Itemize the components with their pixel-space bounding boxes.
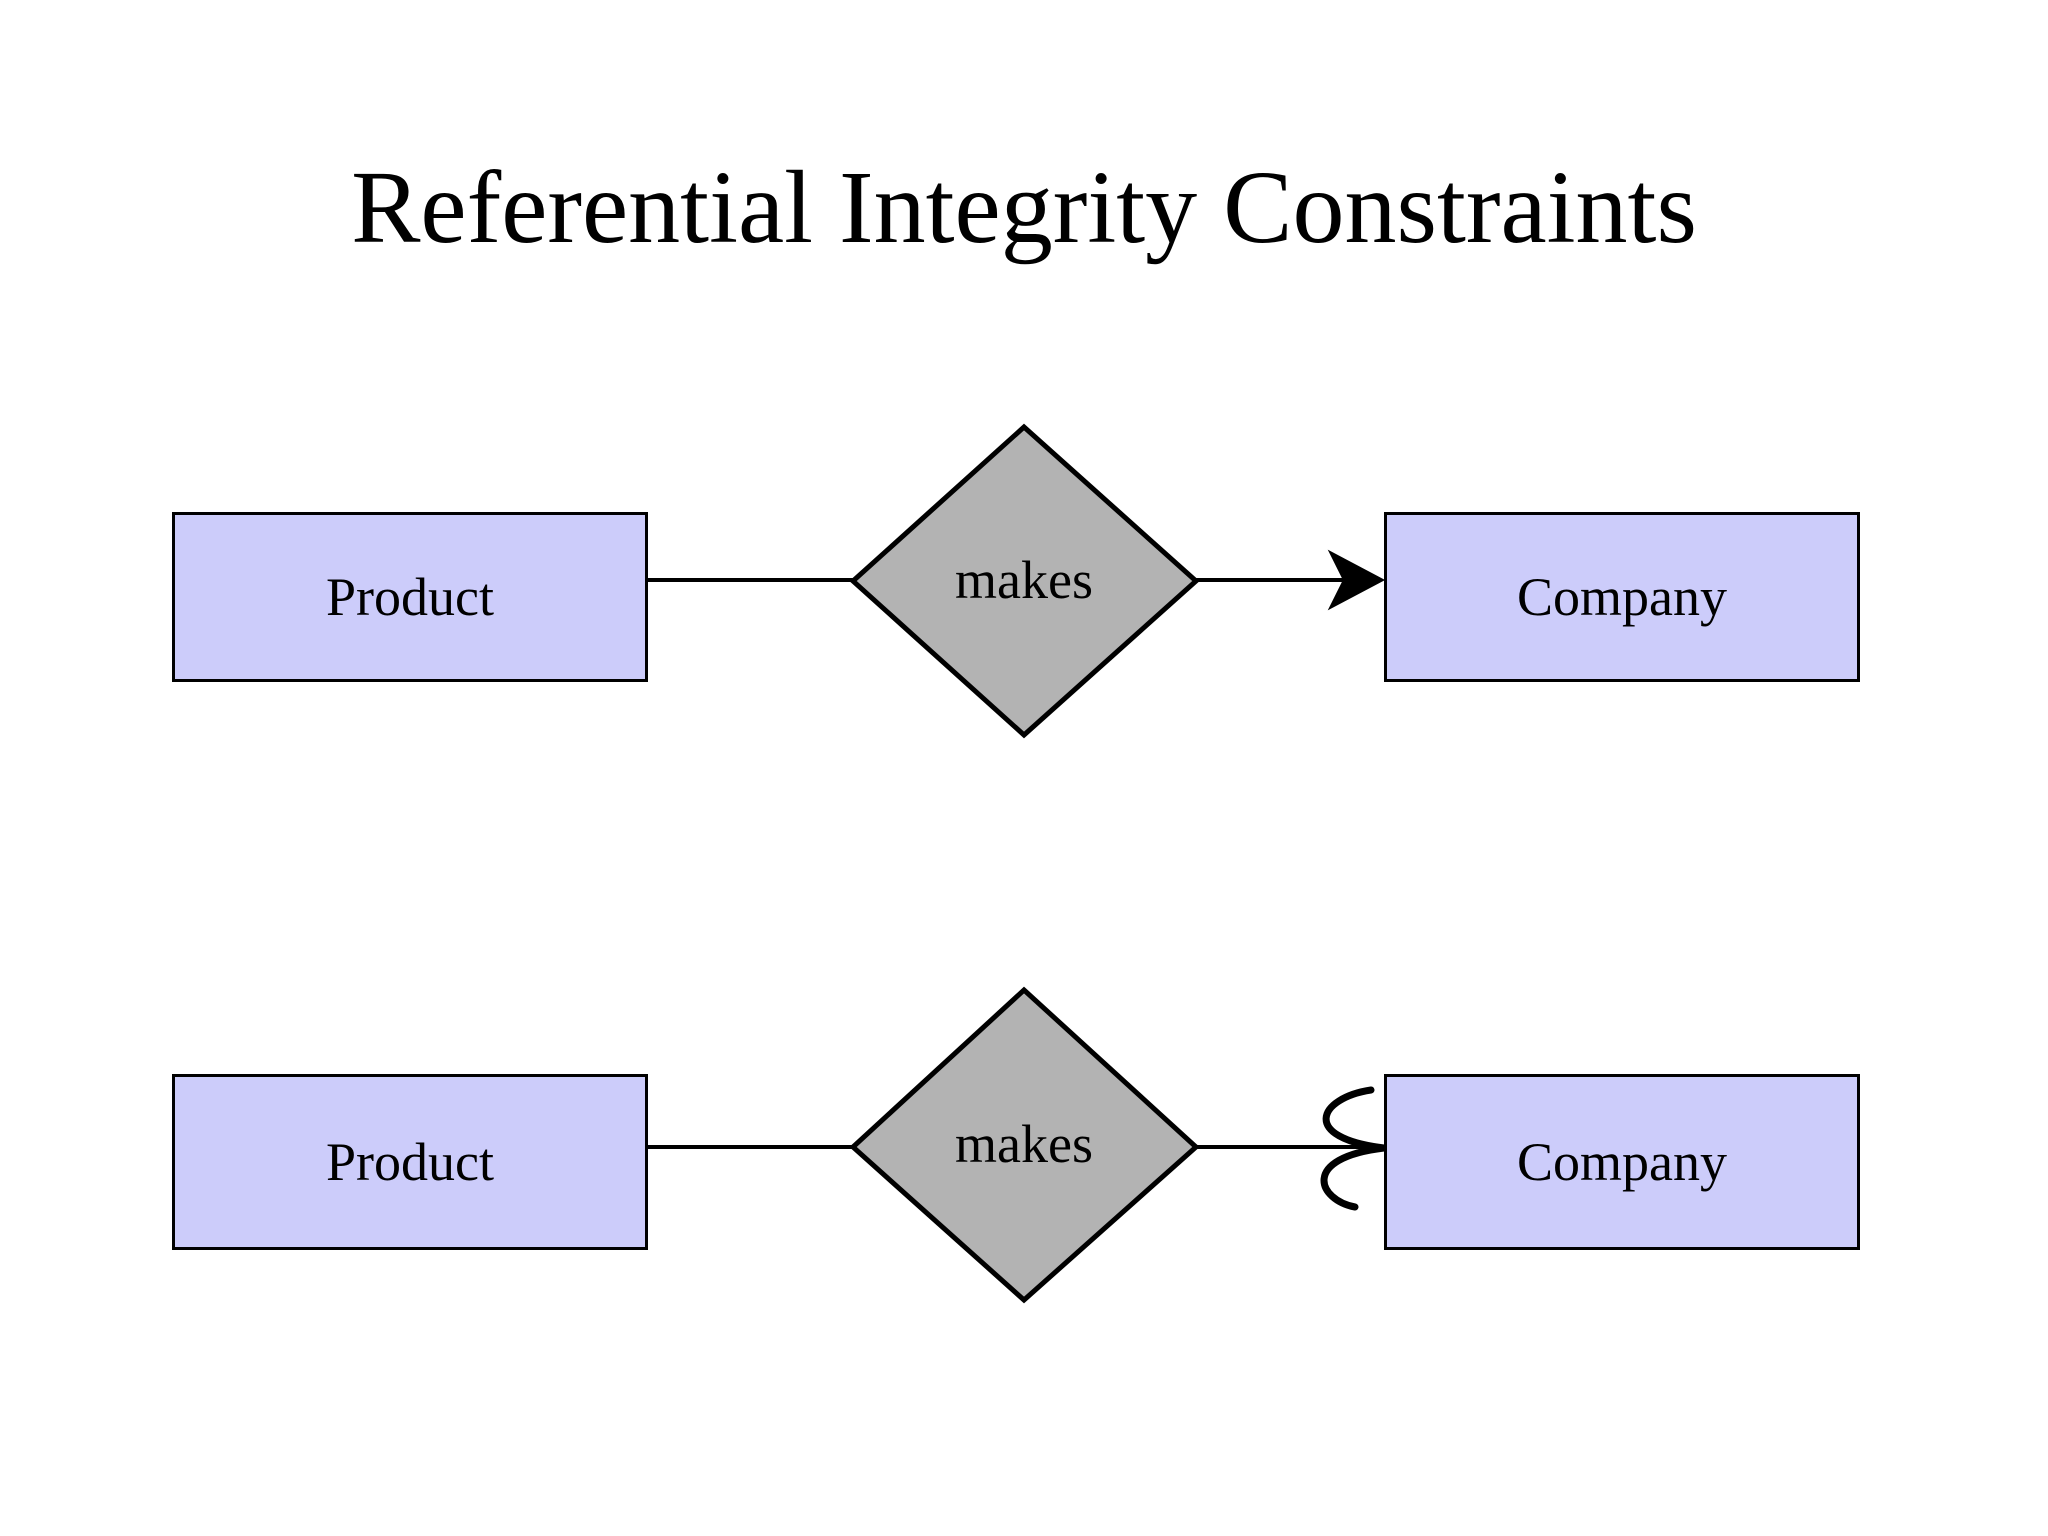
entity-box-product-1[interactable]: Product xyxy=(172,512,648,682)
entity-label-company-2: Company xyxy=(1517,1132,1727,1192)
entity-box-company-2[interactable]: Company xyxy=(1384,1074,1860,1250)
page-title: Referential Integrity Constraints xyxy=(351,150,1697,265)
rounded-arrow-arc-icon-2 xyxy=(1320,1086,1385,1211)
relationship-diamond-makes-2[interactable] xyxy=(849,986,1200,1304)
entity-label-product-1: Product xyxy=(326,567,494,627)
er-diagram-row-2 xyxy=(648,986,1385,1304)
entity-box-company-1[interactable]: Company xyxy=(1384,512,1860,682)
entity-box-product-2[interactable]: Product xyxy=(172,1074,648,1250)
entity-label-company-1: Company xyxy=(1517,567,1727,627)
relationship-diamond-makes-1[interactable] xyxy=(849,423,1200,739)
entity-label-product-2: Product xyxy=(326,1132,494,1192)
arrowhead-icon-1 xyxy=(1327,549,1386,611)
er-diagram-row-1 xyxy=(648,423,1386,739)
